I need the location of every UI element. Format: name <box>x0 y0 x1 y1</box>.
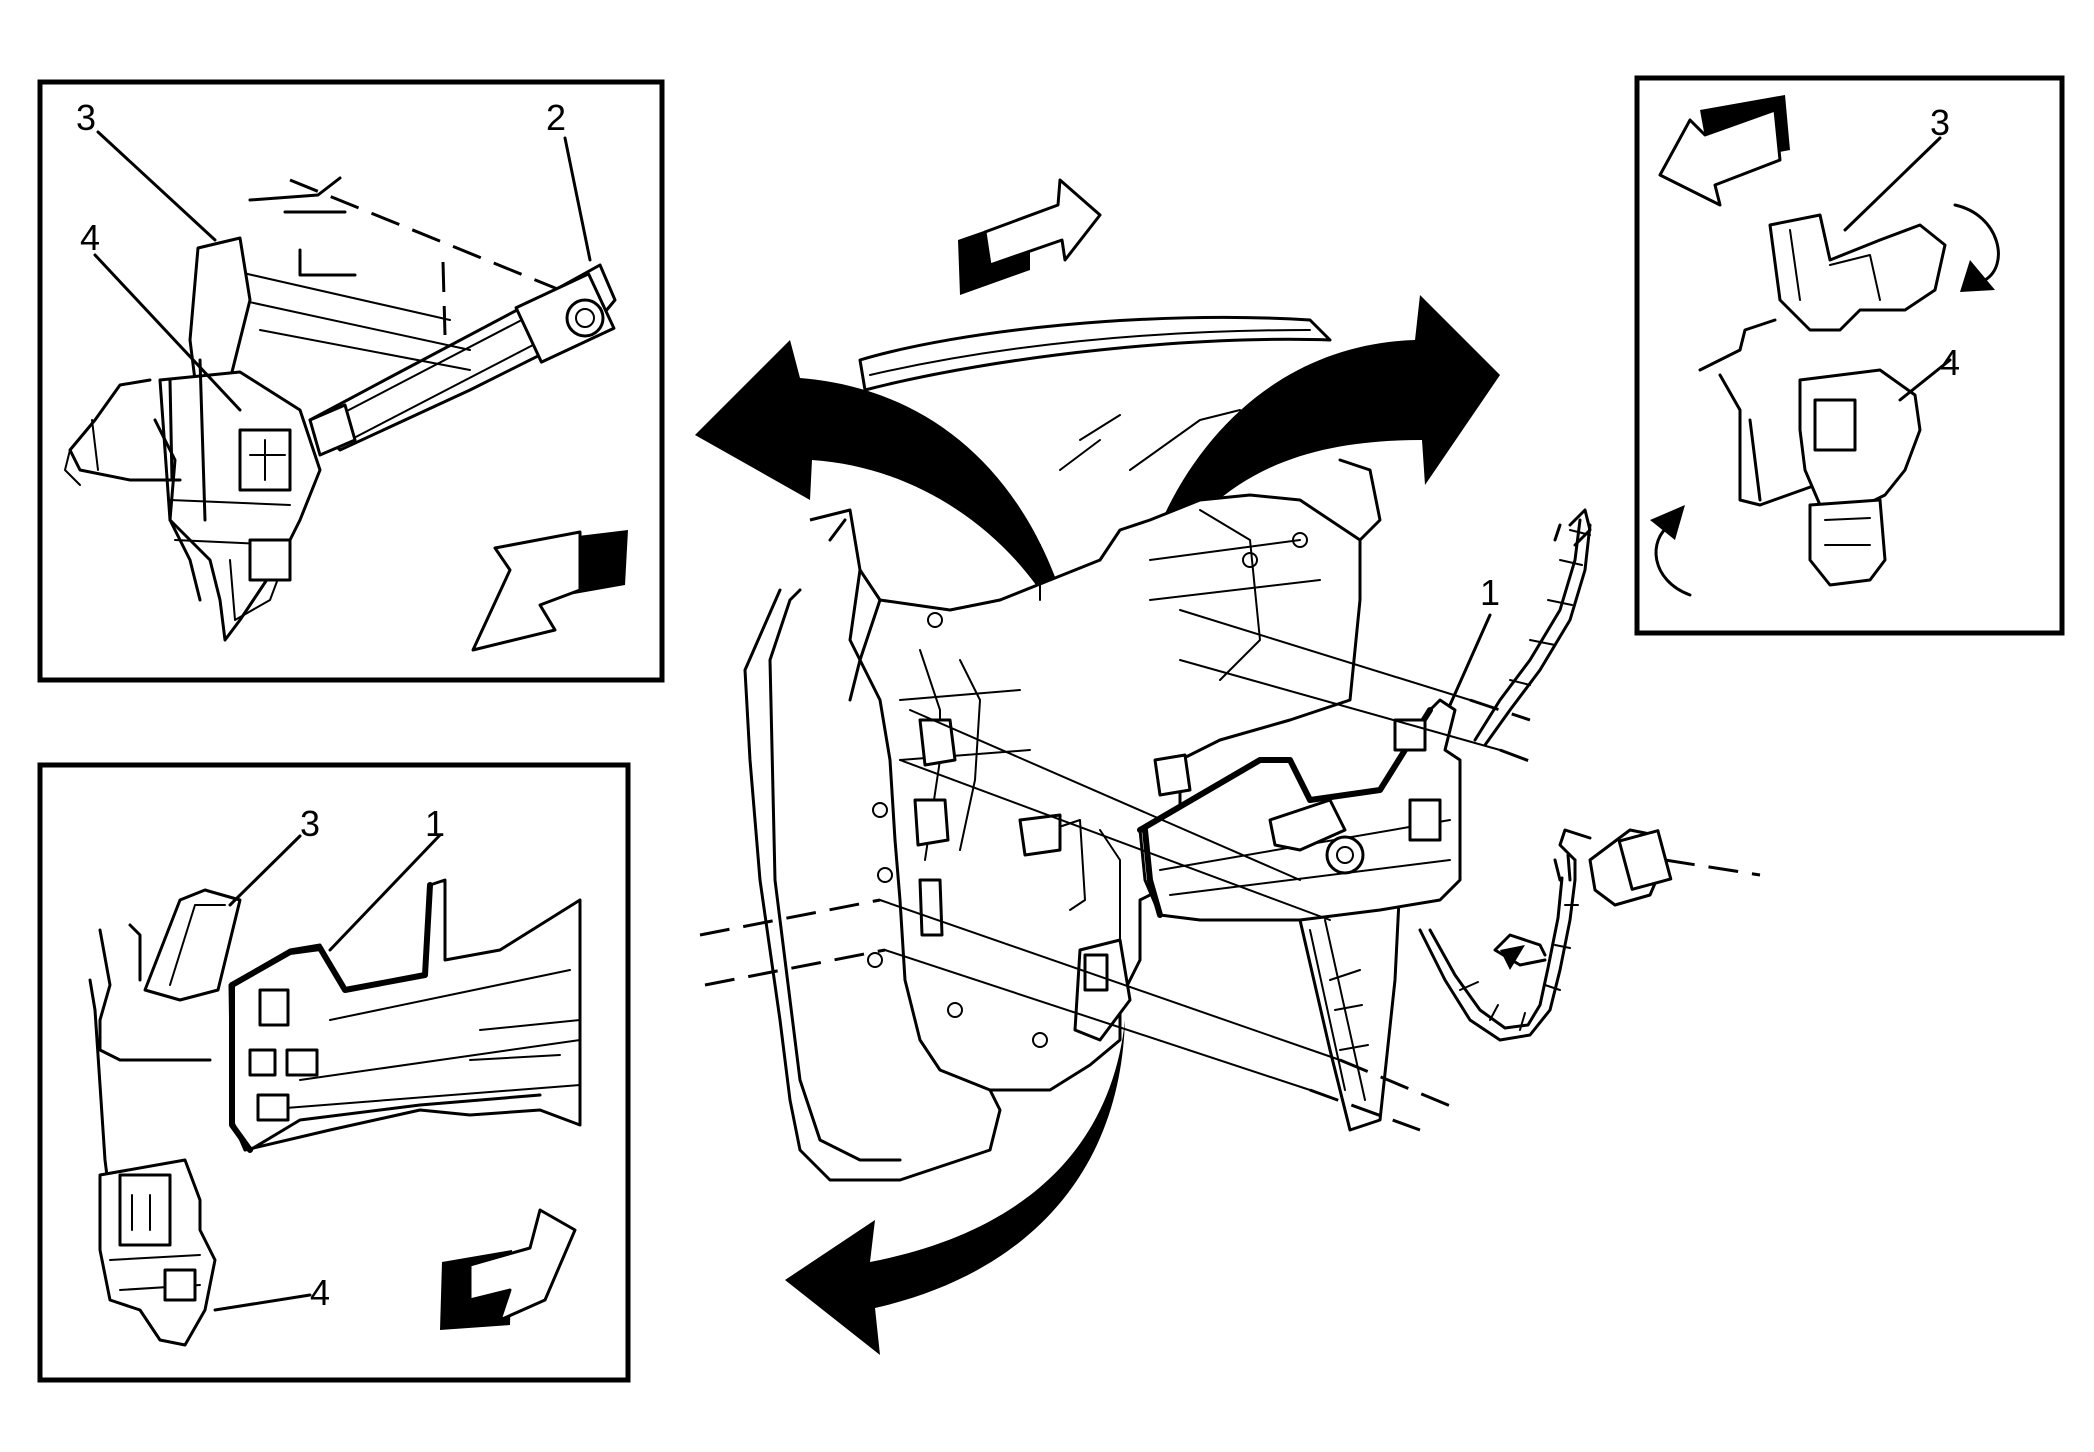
alignment-line <box>699 898 881 937</box>
callout-3-top-right: 3 <box>1930 102 1950 143</box>
door-panel-part <box>228 878 582 1153</box>
outside-handle-part <box>308 263 617 457</box>
callout-4-top-left: 4 <box>80 217 100 258</box>
door-latch-part <box>1018 753 1192 1042</box>
door-shell-part <box>743 315 1382 1182</box>
main-door-view: 1 <box>695 178 1761 1355</box>
inset-top-left-frame <box>37 79 665 683</box>
inset-bottom-left-frame <box>37 762 631 1383</box>
direction-arrow-icon <box>958 178 1102 295</box>
inset-top-right: 3 4 <box>1634 75 2065 636</box>
module-bracket-part <box>1137 698 1462 922</box>
direction-arrow-icon <box>1658 95 1790 207</box>
inset-bottom-left: 3 1 4 <box>37 762 631 1383</box>
alignment-line <box>704 948 886 987</box>
direction-arrow-icon <box>471 530 628 652</box>
callout-3-top-left: 3 <box>76 97 96 138</box>
curved-arrow-icon <box>1125 295 1500 650</box>
electrical-connector-part <box>1553 828 1673 907</box>
alignment-line <box>1309 1088 1421 1132</box>
curved-arrow-icon <box>695 340 1085 700</box>
callout-2-top-left: 2 <box>546 97 566 138</box>
inset-top-right-frame <box>1634 75 2065 636</box>
callout-1-bottom-left: 1 <box>425 803 445 844</box>
rotation-arrow-icon <box>1650 505 1692 597</box>
callout-3-bottom-left: 3 <box>300 803 320 844</box>
rotation-arrow-icon <box>1953 203 2000 292</box>
latch-assembly-part <box>88 888 242 1347</box>
callout-4-bottom-left: 4 <box>310 1272 330 1313</box>
callout-4-top-right: 4 <box>1940 342 1960 383</box>
callout-1-main: 1 <box>1480 572 1500 613</box>
latch-body-part <box>158 236 322 642</box>
wiring-harness-part <box>1418 508 1592 1042</box>
alignment-line <box>1339 1058 1461 1112</box>
alignment-line <box>1664 858 1761 877</box>
alignment-line <box>1469 698 1531 722</box>
inset-top-left: 3 2 4 <box>37 79 665 683</box>
curved-arrow-icon <box>785 1020 1125 1355</box>
alignment-line <box>1499 748 1541 767</box>
latch-assembly-part <box>1698 213 1947 587</box>
direction-arrow-icon <box>440 1208 577 1330</box>
